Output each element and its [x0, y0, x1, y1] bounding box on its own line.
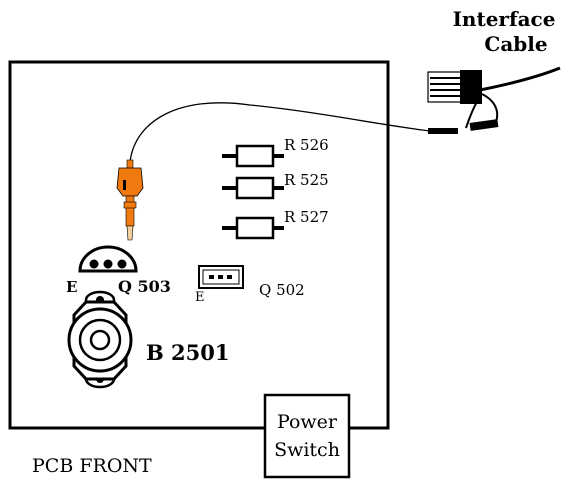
board-label: PCB FRONT	[32, 455, 152, 477]
cable-wire-branch	[481, 93, 499, 123]
resistor-r527	[222, 216, 284, 240]
b2501-label: B 2501	[146, 340, 230, 365]
cable-end-right	[469, 119, 499, 131]
q503-emitter-label: E	[66, 278, 77, 296]
connector-b2501-icon	[67, 290, 133, 389]
cable-end-left	[428, 128, 458, 134]
q503-label: Q 503	[118, 277, 171, 296]
cable-label-line1: Interface	[453, 7, 556, 31]
q502-emitter-label: E	[195, 290, 205, 305]
cable-wire-main	[479, 66, 561, 92]
resistor-r525-label: R 525	[284, 171, 329, 189]
test-clip-probe-icon	[116, 159, 144, 241]
power-switch-label-line1: Power	[277, 411, 338, 433]
pcb-board	[8, 60, 390, 430]
power-switch[interactable]	[263, 393, 351, 479]
interface-connector-icon	[427, 70, 482, 104]
cable-wire-branch-2	[465, 99, 479, 129]
resistor-r526	[222, 144, 284, 168]
resistor-r526-label: R 526	[284, 136, 329, 154]
transistor-q503-icon	[78, 245, 138, 273]
resistor-r527-label: R 527	[284, 208, 329, 226]
cable-label-line2: Cable	[484, 32, 547, 56]
probe-wire	[129, 102, 431, 163]
power-switch-label-line2: Switch	[274, 439, 340, 461]
resistor-r525	[222, 176, 284, 200]
transistor-q502-icon	[198, 265, 244, 289]
q502-label: Q 502	[259, 281, 305, 299]
